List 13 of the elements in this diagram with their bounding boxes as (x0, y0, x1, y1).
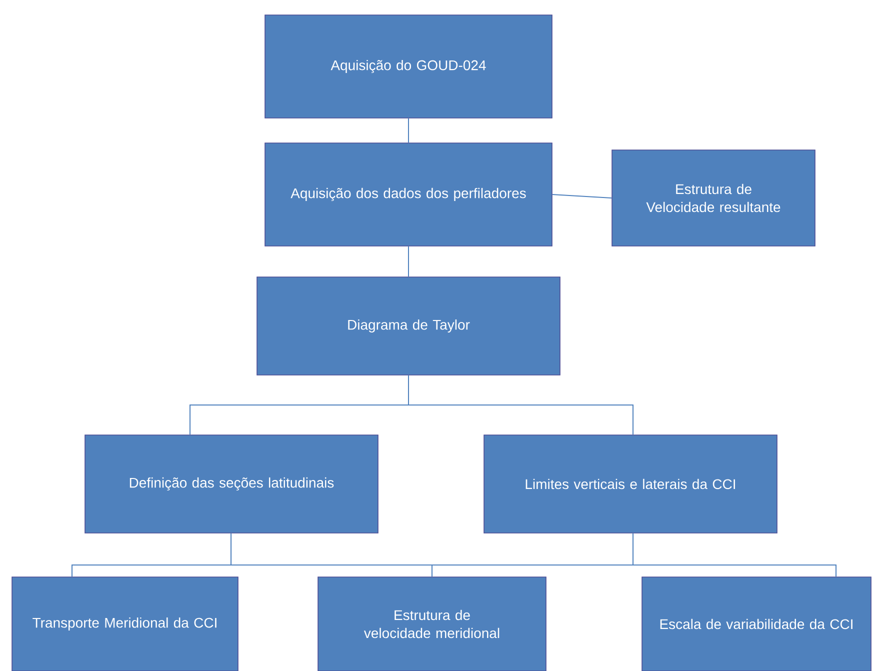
connector-line (552, 194, 612, 198)
process-box: Limites verticais e laterais da CCI (484, 434, 778, 534)
process-box: Escala de variabilidade da CCI (642, 576, 872, 671)
connector-line (408, 118, 409, 144)
process-box: Transporte Meridional da CCI (12, 576, 238, 671)
process-box: Estrutura de Velocidade resultante (612, 150, 816, 246)
process-box: Estrutura de velocidade meridional (318, 576, 546, 671)
connector-line (408, 374, 634, 436)
process-box: Diagrama de Taylor (256, 276, 560, 376)
connector-line (408, 246, 409, 278)
process-box: Definição das seções latitudinais (84, 434, 378, 534)
process-box: Aquisição dos dados dos perfiladores (264, 142, 552, 246)
process-box: Aquisição do GOUD-024 (264, 14, 552, 118)
